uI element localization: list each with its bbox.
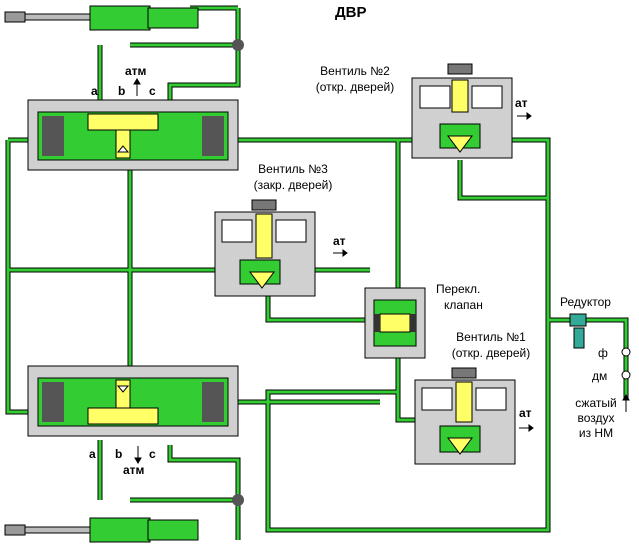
valve-icon — [232, 39, 244, 51]
valve2-subtitle: (откр. дверей) — [315, 80, 395, 94]
valve1-exhaust: ат — [519, 406, 532, 420]
arrow-right-icon — [342, 249, 348, 257]
reducer-unit — [569, 313, 631, 380]
bottom-exhaust-label: атм — [123, 463, 145, 477]
valve-icon — [232, 494, 244, 506]
bottom-door-cylinder — [27, 365, 239, 437]
arrow-up-icon — [133, 78, 141, 85]
switch-valve-body — [364, 287, 426, 359]
filter-label: ф — [598, 346, 608, 360]
bottom-actuator — [4, 494, 244, 543]
top-actuator — [4, 5, 244, 51]
bottom-port-b: b — [115, 447, 123, 461]
valve1-subtitle: (откр. дверей) — [451, 346, 531, 360]
top-exhaust-label: атм — [125, 64, 147, 78]
top-port-a: a — [91, 84, 98, 98]
arrow-up-icon — [622, 394, 630, 401]
reducer-label: Редуктор — [560, 295, 611, 309]
filter-icon — [573, 327, 585, 349]
arrow-right-icon — [528, 424, 534, 432]
arrow-right-icon — [526, 112, 532, 120]
bottom-port-a: a — [89, 447, 96, 461]
page-title: ДВР — [335, 4, 367, 21]
valve1-body — [414, 367, 516, 465]
valve3-subtitle: (закр. дверей) — [253, 178, 333, 192]
air-supply-1: сжатый — [575, 396, 617, 410]
valve2-exhaust: ат — [515, 96, 528, 110]
air-supply-3: из НМ — [578, 426, 614, 440]
top-port-b: b — [118, 84, 126, 98]
top-door-cylinder — [27, 99, 239, 171]
gauge-label: дм — [592, 369, 608, 383]
air-supply-2: воздух — [577, 411, 615, 425]
valve3-exhaust: ат — [333, 234, 346, 248]
top-port-c: c — [149, 84, 156, 98]
switch-valve-label-2: клапан — [444, 298, 483, 312]
switch-valve-label-1: Перекл. — [436, 282, 481, 296]
arrows — [133, 78, 630, 464]
valve3-title: Вентиль №3 — [258, 162, 328, 176]
arrow-down-icon — [134, 457, 142, 464]
valve2-body — [411, 63, 513, 159]
valve3-body — [214, 199, 316, 297]
bottom-port-c: c — [149, 447, 156, 461]
valve1-title: Вентиль №1 — [456, 330, 526, 344]
valve2-title: Вентиль №2 — [320, 64, 390, 78]
